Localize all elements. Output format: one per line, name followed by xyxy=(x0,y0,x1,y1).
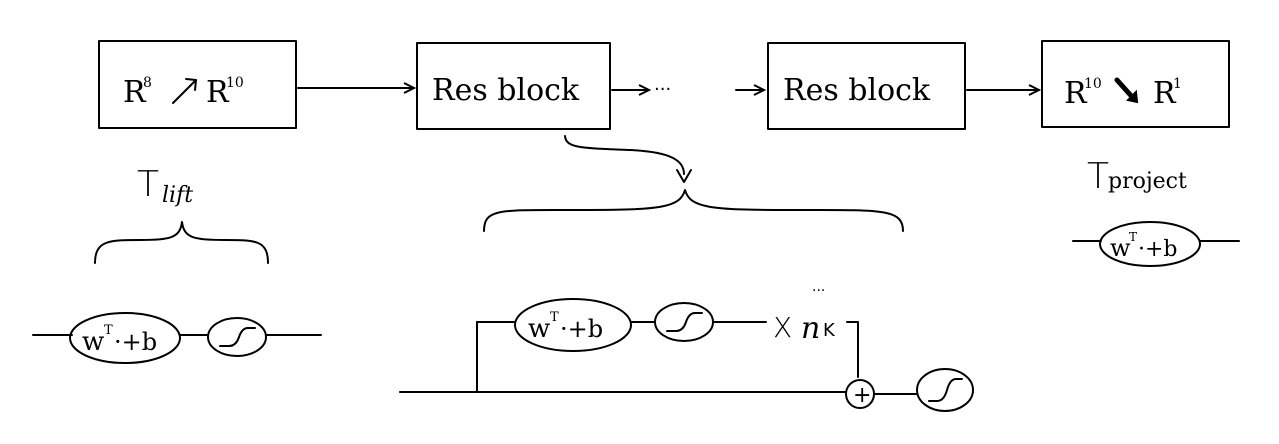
affine-w: w xyxy=(1110,234,1131,262)
affine-sup: T xyxy=(550,310,559,325)
lift-label-main: T xyxy=(137,164,159,205)
affine-rest: ·+b xyxy=(1138,237,1178,262)
affine-sup: T xyxy=(104,323,113,338)
lift-dim-to: R xyxy=(206,75,230,110)
affine-w: w xyxy=(528,314,550,344)
project-dim-to: R xyxy=(1153,76,1177,111)
up-arrow-icon xyxy=(172,79,197,104)
lift-dim-from: R xyxy=(123,75,147,110)
project-block: R 10 R 1 xyxy=(1041,40,1230,128)
affine-rest: ·+b xyxy=(114,328,157,356)
lift-label: T lift xyxy=(137,164,193,208)
sigmoid-icon xyxy=(928,378,963,402)
res-detail: w T ·+b ··· X n K + xyxy=(399,283,974,412)
down-arrow-head-icon xyxy=(1126,89,1139,104)
repeat-count: n xyxy=(801,311,820,346)
project-dim-from: R xyxy=(1064,76,1088,111)
res-block-2-label: Res block xyxy=(783,73,931,108)
lift-exp-from: 8 xyxy=(143,75,152,91)
repeat-times: X xyxy=(773,311,792,344)
sigmoid-node xyxy=(654,302,714,342)
affine-w: w xyxy=(82,327,104,357)
project-exp-from: 10 xyxy=(1084,76,1102,92)
project-label-sub: project xyxy=(1108,169,1187,194)
down-arrowhead-icon xyxy=(676,169,692,183)
lift-detail: w T ·+b xyxy=(32,312,322,364)
affine-sup: T xyxy=(1129,230,1137,244)
affine-node xyxy=(1099,221,1201,267)
repeat-dots: ··· xyxy=(812,283,825,299)
return-branch xyxy=(846,321,859,378)
sigmoid-node xyxy=(207,317,267,357)
project-label: T project xyxy=(1087,156,1187,197)
res-block-2: Res block xyxy=(767,42,966,130)
connector-curve xyxy=(564,135,685,175)
lift-label-sub: lift xyxy=(162,183,193,208)
project-label-main: T xyxy=(1087,156,1109,197)
affine-node xyxy=(514,298,632,352)
plus-icon: + xyxy=(853,383,871,408)
project-exp-to: 1 xyxy=(1173,76,1182,92)
ellipsis: ··· xyxy=(654,79,671,100)
sigmoid-icon xyxy=(666,312,703,332)
sigmoid-node xyxy=(916,368,974,412)
sigmoid-icon xyxy=(219,327,256,347)
affine-rest: ·+b xyxy=(560,315,603,343)
affine-node xyxy=(69,312,181,364)
res-block-1: Res block xyxy=(416,42,611,130)
res-block-1-label: Res block xyxy=(432,73,580,108)
up-arrow-head-icon xyxy=(185,78,197,91)
lift-exp-to: 10 xyxy=(226,75,244,91)
res-brace-icon xyxy=(483,189,904,232)
lift-brace-icon xyxy=(94,221,269,264)
repeat-count-sub: K xyxy=(823,320,836,341)
lift-block: R 8 R 10 xyxy=(98,40,297,129)
project-detail: w T ·+b xyxy=(1072,221,1240,267)
